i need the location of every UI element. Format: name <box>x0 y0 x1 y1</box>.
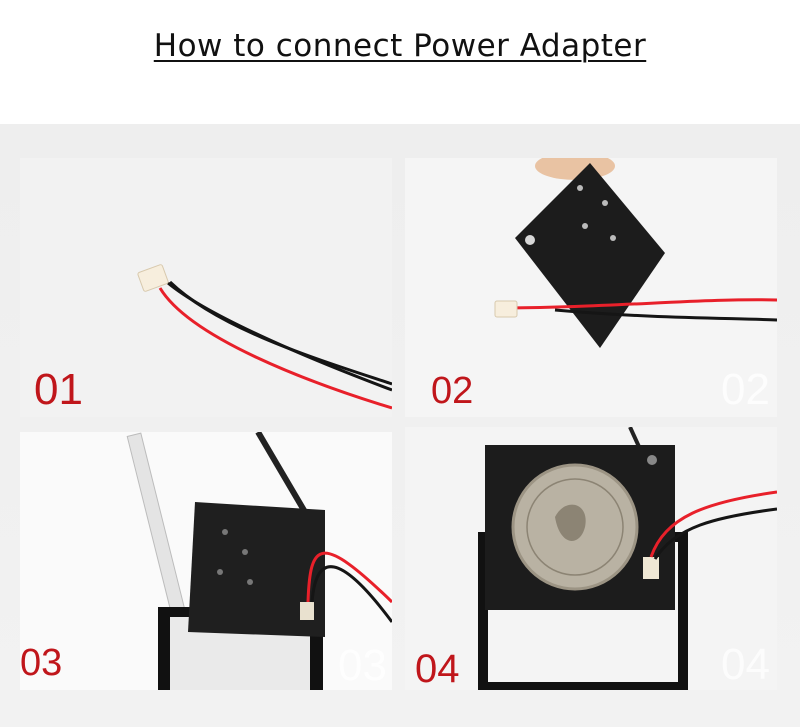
step-number-03-watermark: 03 <box>338 641 387 690</box>
step-photo-04: 04 04 <box>405 427 777 690</box>
wire-connector-image <box>137 264 392 410</box>
plate-threading-image <box>494 158 777 348</box>
step-number-02: 02 <box>431 370 474 412</box>
step-photo-03: 03 03 <box>20 432 392 690</box>
screwdriver-box-image <box>126 432 392 690</box>
coin-size-comparison-image <box>478 427 777 690</box>
step-number-03: 03 <box>20 642 63 684</box>
step-photo-02: 02 02 <box>405 158 777 417</box>
step-number-02-watermark: 02 <box>721 365 770 414</box>
step-number-01: 01 <box>34 365 83 414</box>
step-number-04-watermark: 04 <box>721 640 770 689</box>
step-photo-01: 01 <box>20 158 392 417</box>
step-number-04: 04 <box>415 647 460 690</box>
page-title: How to connect Power Adapter <box>153 28 647 64</box>
